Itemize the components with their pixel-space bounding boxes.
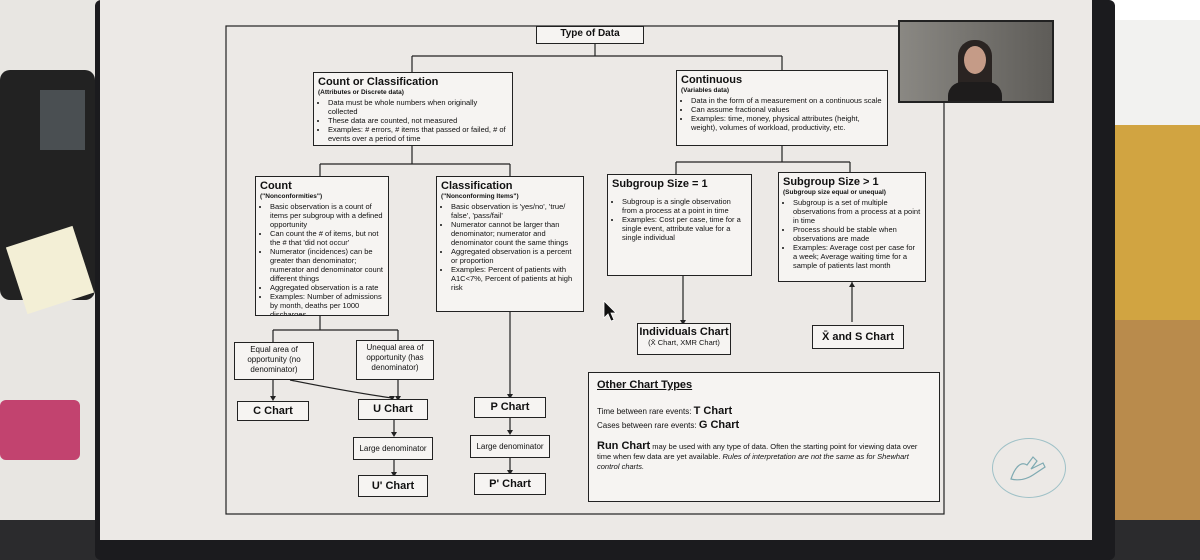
bullet: Process should be stable when observatio… xyxy=(793,225,921,243)
equal-area-box: Equal area of opportunity (no denominato… xyxy=(234,342,314,380)
subgroup-size-gt1-title: Subgroup Size > 1 xyxy=(783,176,879,188)
bullet: Examples: Number of admissions by month,… xyxy=(270,292,384,315)
type-of-data-root: Type of Data xyxy=(536,26,644,44)
u-prime-chart-box: U' Chart xyxy=(358,475,428,497)
t-chart-label: T Chart xyxy=(693,405,733,417)
subgroup-size-gt1-subtitle: (Subgroup size equal or unequal) xyxy=(783,189,886,196)
t-row-text: Time between rare events: xyxy=(597,407,692,416)
subgroup-size-1-box: Subgroup Size = 1 Subgroup is a single o… xyxy=(607,174,752,276)
c-chart-box: C Chart xyxy=(237,401,309,421)
bullet: Can count the # of items, but not the # … xyxy=(270,229,384,247)
continuous-subtitle: (Variables data) xyxy=(681,87,730,94)
bullet: Examples: Percent of patients with A1C<7… xyxy=(451,265,579,292)
bullet: Aggregated observation is a percent or p… xyxy=(451,247,579,265)
presenter-body xyxy=(948,82,1002,101)
mouse-cursor-icon xyxy=(603,300,617,327)
u-chart-box: U Chart xyxy=(358,399,428,420)
subgroup-size-1-title: Subgroup Size = 1 xyxy=(612,178,708,190)
t-chart-row: Time between rare events: T Chart xyxy=(597,405,931,417)
large-denominator-p-box: Large denominator xyxy=(470,435,550,458)
individuals-chart-subtitle: (X̄ Chart, XMR Chart) xyxy=(648,338,720,347)
bullet: Examples: time, money, physical attribut… xyxy=(691,114,883,132)
run-chart-label: Run Chart xyxy=(597,440,651,452)
continuous-title: Continuous xyxy=(681,74,743,86)
p-chart-box: P Chart xyxy=(474,397,546,418)
pink-cloth xyxy=(0,400,80,460)
run-chart-text: may be used with any type of data. Often… xyxy=(597,442,918,461)
classification-subtitle: ("Nonconforming Items") xyxy=(441,193,519,200)
bullet: These data are counted, not measured xyxy=(328,116,508,125)
individuals-chart-box: Individuals Chart (X̄ Chart, XMR Chart) xyxy=(637,323,731,355)
bullet: Subgroup is a set of multiple observatio… xyxy=(793,198,921,225)
count-or-classification-box: Count or Classification (Attributes or D… xyxy=(313,72,513,146)
bullet: Basic observation is a count of items pe… xyxy=(270,202,384,229)
count-or-classification-title: Count or Classification xyxy=(318,76,439,88)
bullet: Basic observation is 'yes/no', 'true/ fa… xyxy=(451,202,579,220)
bullet: Data in the form of a measurement on a c… xyxy=(691,96,883,105)
other-chart-types-heading: Other Chart Types xyxy=(597,379,693,391)
large-denominator-u-box: Large denominator xyxy=(353,437,433,460)
classification-box: Classification ("Nonconforming Items") B… xyxy=(436,176,584,312)
bullet: Examples: Cost per case, time for a sing… xyxy=(622,215,747,242)
bullet: Data must be whole numbers when original… xyxy=(328,98,508,116)
g-row-text: Cases between rare events: xyxy=(597,421,697,430)
run-chart-italic: Rules of interpretation are not the same… xyxy=(597,452,909,471)
individuals-chart-title: Individuals Chart xyxy=(639,326,729,338)
desk-phone-screen xyxy=(40,90,85,150)
other-chart-types-box: Other Chart Types Time between rare even… xyxy=(588,372,940,502)
bullet: Examples: Average cost per case for a we… xyxy=(793,243,921,270)
continuous-box: Continuous (Variables data) Data in the … xyxy=(676,70,888,146)
classification-title: Classification xyxy=(441,180,513,192)
bullet: Aggregated observation is a rate xyxy=(270,283,384,292)
count-subtitle: ("Nonconformities") xyxy=(260,193,323,200)
xbar-s-chart-box: X̄ and S Chart xyxy=(812,325,904,349)
count-or-classification-subtitle: (Attributes or Discrete data) xyxy=(318,89,404,96)
bullet: Examples: # errors, # items that passed … xyxy=(328,125,508,143)
g-chart-label: G Chart xyxy=(698,419,740,431)
p-prime-chart-box: P' Chart xyxy=(474,473,546,495)
bullet: Subgroup is a single observation from a … xyxy=(622,197,747,215)
count-box: Count ("Nonconformities") Basic observat… xyxy=(255,176,389,316)
bullet: Can assume fractional values xyxy=(691,105,883,114)
presenter-face xyxy=(964,46,986,74)
unequal-area-box: Unequal area of opportunity (has denomin… xyxy=(356,340,434,380)
webcam-video-tile[interactable] xyxy=(898,20,1054,103)
hand-logo-icon xyxy=(992,438,1066,498)
run-chart-note: Run Chart may be used with any type of d… xyxy=(597,441,931,472)
count-title: Count xyxy=(260,180,292,192)
bullet: Numerator cannot be larger than denomina… xyxy=(451,220,579,247)
bullet: Numerator (incidences) can be greater th… xyxy=(270,247,384,283)
subgroup-size-gt1-box: Subgroup Size > 1 (Subgroup size equal o… xyxy=(778,172,926,282)
g-chart-row: Cases between rare events: G Chart xyxy=(597,419,931,431)
